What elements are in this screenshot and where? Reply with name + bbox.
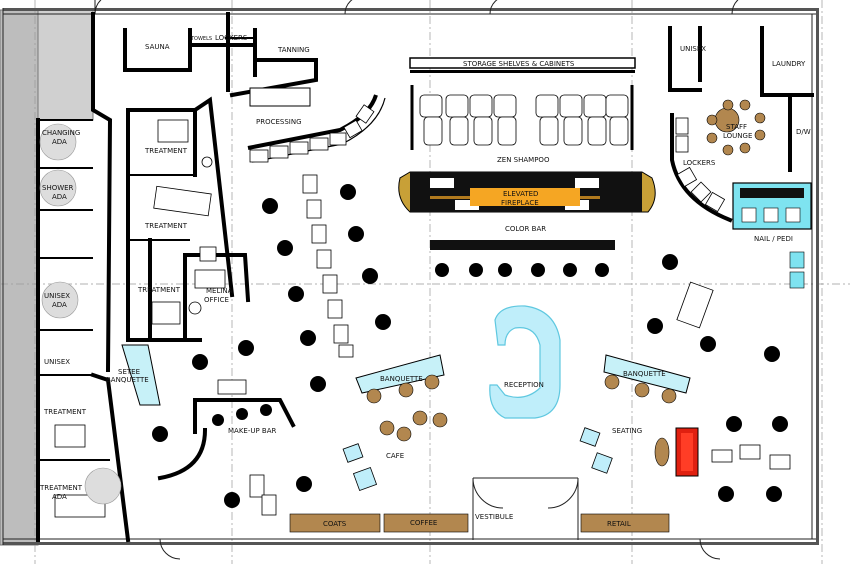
styling-chairs [152,184,788,508]
label-processing: PROCESSING [256,118,302,126]
label-zen-shampoo: ZEN SHAMPOO [497,156,550,164]
label-laundry: LAUNDRY [772,60,806,68]
label-unisex-ada-2: ADA [52,301,67,309]
label-treatment-4: TREATMENT [43,408,87,416]
label-seating: SEATING [612,427,642,435]
interior-walls [36,12,814,543]
label-vestibule: VESTIBULE [475,513,513,521]
label-office: OFFICE [204,296,229,304]
shampoo-stations [410,85,634,150]
styling-station-dividers [217,174,791,516]
label-cafe: CAFE [386,452,404,460]
vestibule [472,477,579,540]
label-setee-banquette: BANQUETTE [106,376,149,384]
nail-pedi-station [732,182,812,289]
label-elevated: ELEVATED [503,190,538,198]
label-unisex-ada-1: UNISEX [44,292,70,300]
label-dw: D/W [796,128,811,136]
label-coffee: COFFEE [410,519,437,527]
label-lockers-right: LOCKERS [683,159,716,167]
processing-station-curve [247,87,386,163]
banquettes [121,344,691,406]
label-shower: SHOWER [42,184,74,192]
exterior-gray-area [0,9,39,546]
label-retail: RETAIL [607,520,631,528]
label-treatment-ada-2: ADA [52,493,67,501]
exterior-walls [2,8,819,545]
ada-circles [39,123,122,505]
label-shower-ada: ADA [52,193,67,201]
label-lockers-top: LOCKERS [215,34,248,42]
label-treatment-2: TREATMENT [144,222,188,230]
label-reception: RECEPTION [504,381,544,389]
label-storage: STORAGE SHELVES & CABINETS [463,60,575,68]
label-changing-ada: ADA [52,138,67,146]
reception-desk [489,305,561,419]
label-changing: CHANGING [42,129,80,137]
corridor-gray-area [37,9,94,121]
lounge-chairs [342,427,613,492]
locker-bench-curve [675,117,726,213]
label-lounge: LOUNGE [723,132,752,140]
label-fireplace: FIREPLACE [501,199,539,207]
elevated-fireplace [398,171,656,213]
label-treatment-3: TREATMENT [137,286,181,294]
label-unisex-left: UNISEX [44,358,70,366]
label-color-bar: COLOR BAR [505,225,546,233]
label-make-up-bar: MAKE-UP BAR [228,427,277,435]
label-sauna: SAUNA [145,43,170,51]
label-banquette-right: BANQUETTE [623,370,666,378]
red-sofa [675,427,699,477]
label-nail-pedi: NAIL / PEDI [754,235,793,243]
label-unisex-top: UNISEX [680,45,706,53]
label-banquette-left: BANQUETTE [380,375,423,383]
label-setee: SETEE [118,368,140,376]
room-labels: SAUNA TOWELS LOCKERS TANNING STORAGE SHE… [39,34,811,528]
counters [289,513,670,533]
storage-shelves [409,57,636,73]
exterior-door-swings [94,0,739,560]
label-treatment-1: TREATMENT [144,147,188,155]
color-bar [430,240,615,250]
label-staff: STAFF [726,123,747,131]
label-tanning: TANNING [277,46,310,54]
label-coats: COATS [323,520,347,528]
treatment-furniture [54,119,226,518]
label-treatment-ada-1: TREATMENT [39,484,83,492]
label-melina: MELINA [206,287,233,295]
label-towels: TOWELS [190,36,212,42]
wood-tables [366,99,766,467]
